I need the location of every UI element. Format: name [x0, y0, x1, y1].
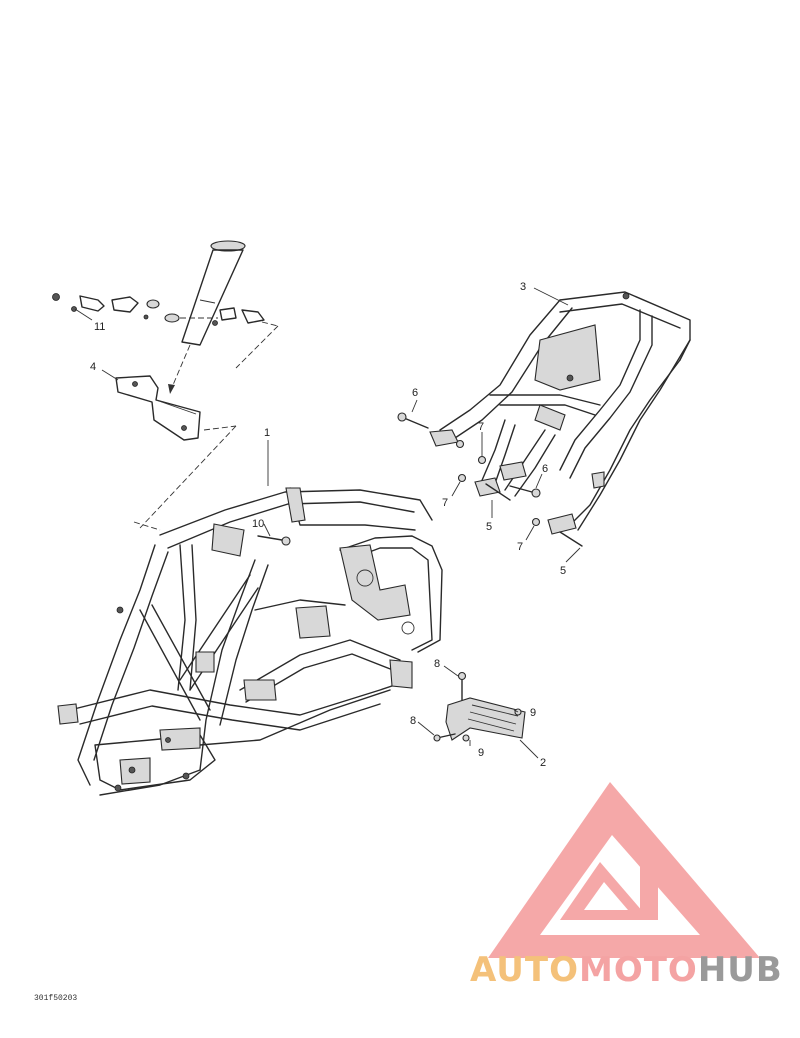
callout-5b: 5: [560, 565, 566, 577]
callout-6b: 6: [542, 463, 548, 475]
callout-11: 11: [94, 321, 105, 333]
watermark-auto: AUTO: [470, 950, 579, 990]
callout-7a: 7: [478, 421, 484, 433]
bolt-10: [257, 535, 291, 546]
callout-8b: 8: [410, 715, 416, 727]
callout-8a: 8: [434, 658, 440, 670]
steering-column-assembly: [168, 240, 246, 394]
callout-9a: 9: [530, 707, 536, 719]
subframe-3: [429, 291, 691, 535]
footrest-2: [433, 671, 526, 742]
support-bracket-4: [115, 375, 237, 531]
watermark-hub: HUB: [697, 950, 783, 990]
callout-7b: 7: [442, 497, 448, 509]
watermark-text: AUTOMOTOHUB: [470, 950, 783, 990]
callout-7c: 7: [517, 541, 523, 553]
leader-lines: [101, 287, 581, 759]
watermark-logo: [488, 782, 760, 958]
main-frame-1: [57, 487, 443, 796]
callout-3: 3: [520, 281, 526, 293]
callout-2: 2: [540, 757, 546, 769]
hardware-11-group: [52, 293, 279, 369]
callout-1: 1: [264, 427, 270, 439]
document-code: 301f50203: [34, 994, 78, 1003]
callout-9b: 9: [478, 747, 484, 759]
callout-10: 10: [252, 518, 264, 530]
fasteners-5-6-7: [397, 412, 583, 547]
callout-labels: 1 3 4 11 6 7 6 7 5 7 5 10 8 9 8 9 2: [90, 281, 566, 769]
callout-4: 4: [90, 361, 96, 373]
watermark-moto: MOTO: [578, 950, 698, 990]
callout-5a: 5: [486, 521, 492, 533]
callout-6a: 6: [412, 387, 418, 399]
